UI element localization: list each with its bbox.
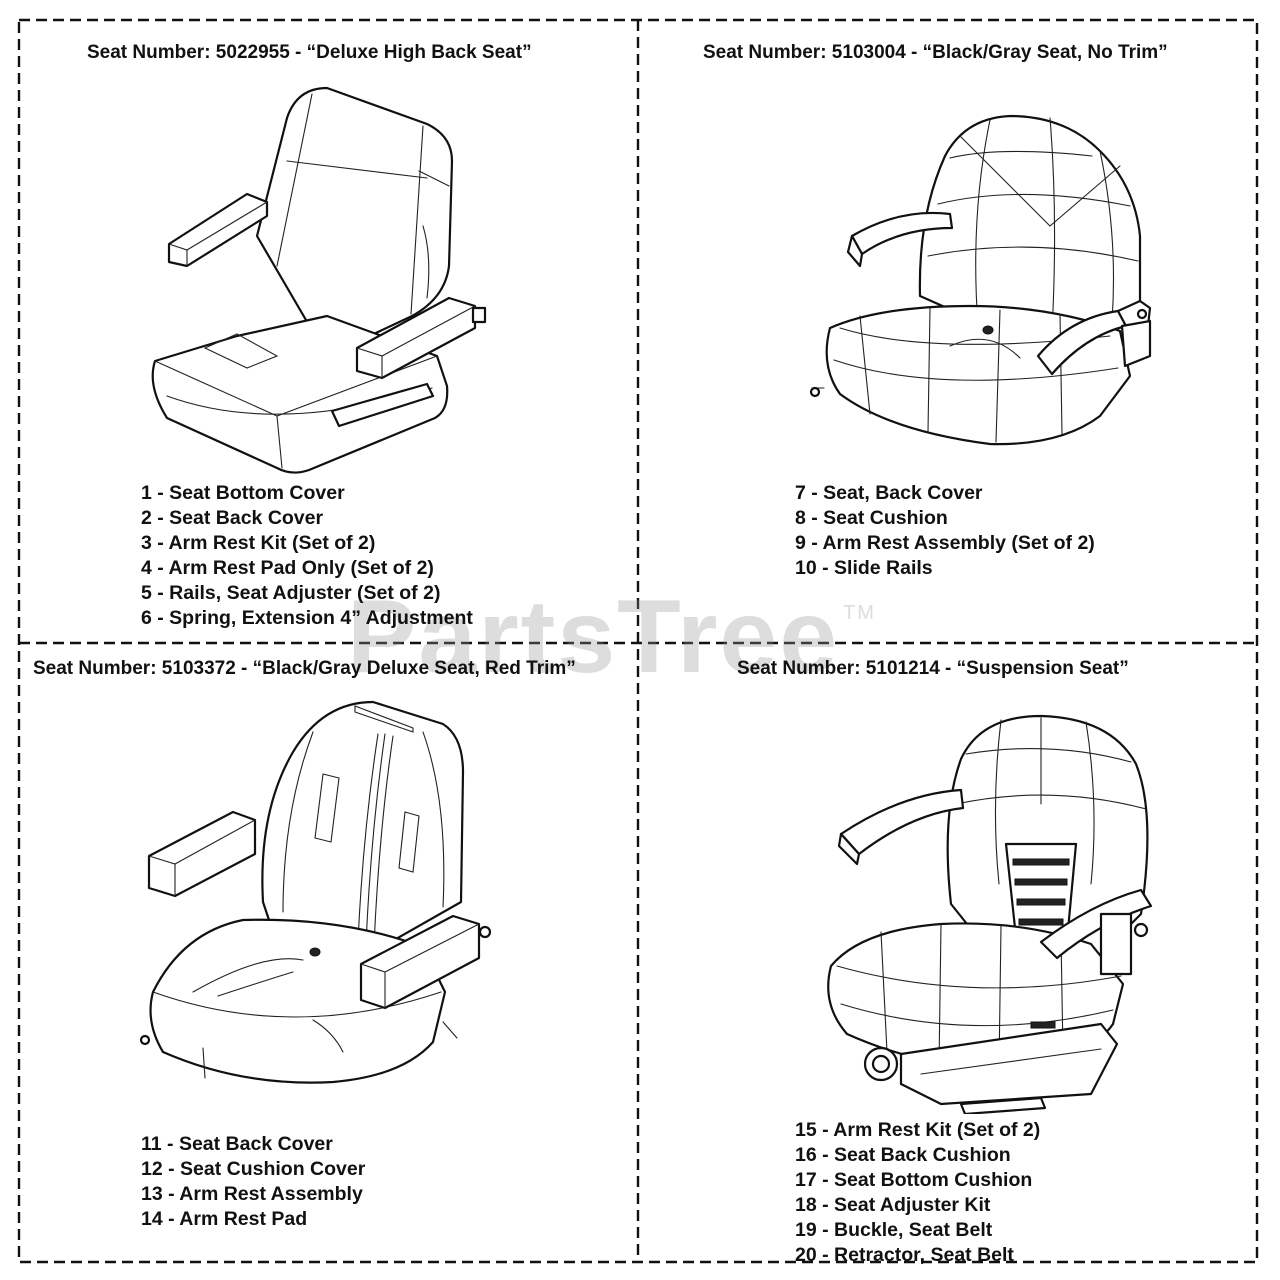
part-item: 19 - Buckle, Seat Belt	[795, 1219, 993, 1241]
part-item: 1 - Seat Bottom Cover	[141, 482, 345, 504]
seat-illustration-deluxe-high-back	[151, 86, 487, 474]
seat-illustration-deluxe-red-trim	[139, 700, 492, 1084]
part-item: 17 - Seat Bottom Cushion	[795, 1169, 1033, 1191]
seat-illustration-suspension	[827, 714, 1153, 1114]
panel-2-parts-list: 7 - Seat, Back Cover 8 - Seat Cushion 9 …	[795, 481, 1095, 581]
part-item: 2 - Seat Back Cover	[141, 507, 324, 529]
part-item: 13 - Arm Rest Assembly	[141, 1183, 363, 1205]
part-item: 12 - Seat Cushion Cover	[141, 1158, 366, 1180]
part-item: 20 - Retractor, Seat Belt	[795, 1244, 1014, 1266]
seat-illustration-black-gray-no-trim	[809, 114, 1152, 446]
watermark-text: PartsTree	[347, 579, 840, 695]
panel-2-title: Seat Number: 5103004 - “Black/Gray Seat,…	[703, 42, 1168, 63]
panel-3-title: Seat Number: 5103372 - “Black/Gray Delux…	[33, 658, 576, 679]
panel-3-parts-list: 11 - Seat Back Cover 12 - Seat Cushion C…	[141, 1132, 365, 1232]
panel-4-parts-list: 15 - Arm Rest Kit (Set of 2) 16 - Seat B…	[795, 1118, 1040, 1268]
part-item: 3 - Arm Rest Kit (Set of 2)	[141, 532, 376, 554]
part-item: 9 - Arm Rest Assembly (Set of 2)	[795, 532, 1095, 554]
panel-1-parts-list: 1 - Seat Bottom Cover 2 - Seat Back Cove…	[141, 481, 473, 631]
part-item: 4 - Arm Rest Pad Only (Set of 2)	[141, 557, 434, 579]
part-item: 16 - Seat Back Cushion	[795, 1144, 1011, 1166]
trademark-mark: TM	[843, 602, 876, 624]
part-item: 15 - Arm Rest Kit (Set of 2)	[795, 1119, 1041, 1141]
part-item: 18 - Seat Adjuster Kit	[795, 1194, 991, 1216]
part-item: 11 - Seat Back Cover	[141, 1133, 333, 1155]
part-item: 7 - Seat, Back Cover	[795, 482, 983, 504]
part-item: 5 - Rails, Seat Adjuster (Set of 2)	[141, 582, 441, 604]
part-item: 8 - Seat Cushion	[795, 507, 948, 529]
panel-4-title: Seat Number: 5101214 - “Suspension Seat”	[737, 658, 1129, 679]
panel-1-title: Seat Number: 5022955 - “Deluxe High Back…	[87, 42, 532, 63]
part-item: 6 - Spring, Extension 4” Adjustment	[141, 607, 473, 629]
part-item: 14 - Arm Rest Pad	[141, 1208, 308, 1230]
part-item: 10 - Slide Rails	[795, 557, 933, 579]
